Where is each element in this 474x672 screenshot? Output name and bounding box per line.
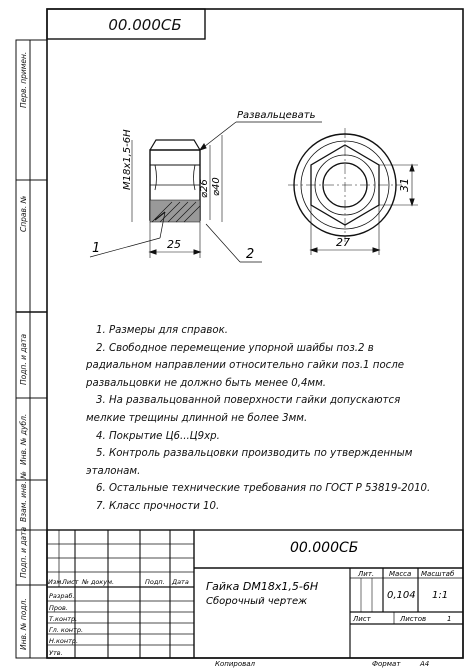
row-tkontr: Т.контр. xyxy=(49,615,77,623)
side-inv-dubl: Инв. № дубл. xyxy=(19,413,28,465)
row-utv: Утв. xyxy=(49,649,63,657)
top-code: 00.000СБ xyxy=(108,16,182,34)
note-5: 5. Контроль развальцовки производить по … xyxy=(86,448,413,477)
height-dimension: 31 xyxy=(398,178,411,192)
side-podp-data-1: Подп. и дата xyxy=(19,333,28,385)
sheet-label: Лист xyxy=(352,615,372,623)
sheets-label: Листов xyxy=(399,615,426,623)
scale-value: 1:1 xyxy=(432,590,448,601)
technical-notes: 1. Размеры для справок. 2. Свободное пер… xyxy=(86,322,438,516)
sheets-value: 1 xyxy=(447,615,451,623)
inner-diameter-dimension: ⌀26 xyxy=(199,179,210,198)
title-name-line2: Сборочный чертеж xyxy=(206,595,307,607)
side-inv-podl: Инв. № подл. xyxy=(19,598,28,650)
nut-section-view xyxy=(89,121,322,263)
row-nkontr: Н.контр. xyxy=(49,637,78,645)
row-glkontr: Гл. контр. xyxy=(49,626,83,634)
note-4: 4. Покрытие Ц6...Ц9хр. xyxy=(96,430,220,442)
side-vzam-inv: Взам. инв. № xyxy=(19,471,28,522)
note-6: 6. Остальные технические требования по Г… xyxy=(96,483,431,495)
callout-text: Развальцевать xyxy=(237,110,316,121)
note-3: 3. На развальцованной поверхности гайки … xyxy=(86,395,401,424)
thread-dimension: M18x1,5-6H xyxy=(122,129,133,190)
lit-label: Лит. xyxy=(357,570,374,578)
col-doc: № докум. xyxy=(81,578,114,586)
side-podp-data-2: Подп. и дата xyxy=(19,526,28,578)
title-designation: 00.000СБ xyxy=(290,540,358,556)
title-name-line1: Гайка DM18x1,5-6H xyxy=(206,580,318,593)
nut-top-view xyxy=(288,128,418,255)
col-podp: Подп. xyxy=(145,578,165,586)
side-sprav-no: Справ. № xyxy=(19,195,28,233)
note-2: 2. Свободное перемещение упорной шайбы п… xyxy=(86,342,405,389)
width-dimension: 27 xyxy=(336,236,350,249)
scale-label: Масштаб xyxy=(421,570,455,578)
col-izm: Изм. xyxy=(48,578,63,586)
mass-value: 0,104 xyxy=(387,590,416,601)
row-prov: Пров. xyxy=(49,604,68,612)
leader-label-1: 1 xyxy=(92,241,100,256)
footer-format-label: Формат xyxy=(372,660,401,668)
mass-label: Масса xyxy=(389,570,411,578)
footer-copied: Копировал xyxy=(215,660,256,668)
col-list: Лист xyxy=(61,578,79,586)
leader-label-2: 2 xyxy=(246,247,254,262)
side-perv-primen: Перв. примен. xyxy=(19,51,28,108)
outer-diameter-dimension: ⌀40 xyxy=(211,177,222,196)
length-dimension: 25 xyxy=(167,238,181,251)
footer-format-value: А4 xyxy=(419,660,429,668)
col-data: Дата xyxy=(171,578,189,586)
row-razrab: Разраб. xyxy=(49,592,75,600)
note-1: 1. Размеры для справок. xyxy=(96,325,228,336)
title-block-lines xyxy=(46,529,464,659)
note-7: 7. Класс прочности 10. xyxy=(96,500,220,512)
